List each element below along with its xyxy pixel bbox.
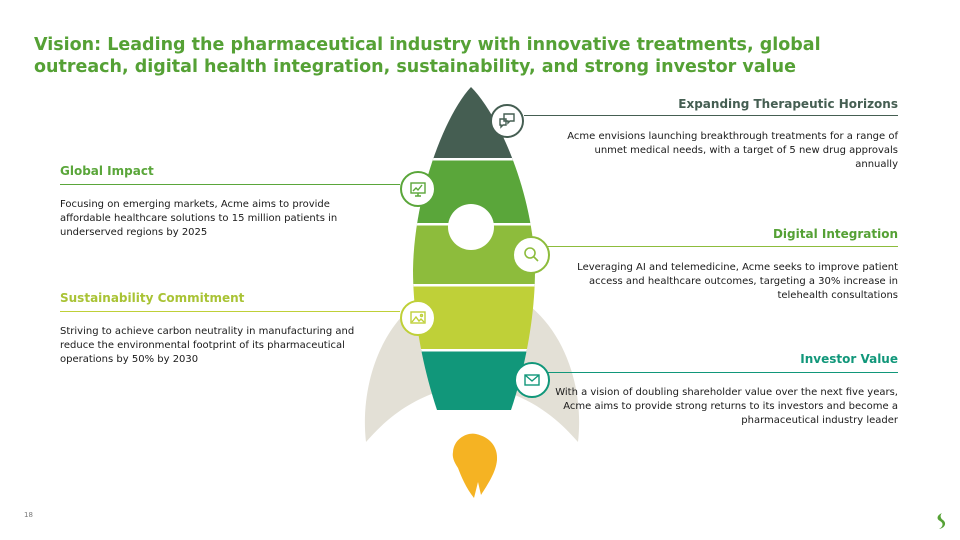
chart-presentation-icon: [400, 171, 436, 207]
therapeutic-text: Acme envisions launching breakthrough tr…: [567, 131, 898, 170]
connector-investor: [548, 372, 898, 373]
therapeutic-heading: Expanding Therapeutic Horizons: [678, 97, 898, 111]
investor-heading: Investor Value: [800, 352, 898, 366]
investor-text: With a vision of doubling shareholder va…: [555, 387, 898, 426]
speech-bubbles-icon: [490, 104, 524, 138]
leaf-logo-icon: [937, 513, 946, 529]
connector-therapeutic: [524, 115, 898, 116]
rocket-band-nose: [413, 87, 535, 160]
connector-global: [60, 184, 400, 185]
digital-text: Leveraging AI and telemedicine, Acme see…: [577, 262, 898, 301]
sustainability-text: Striving to achieve carbon neutrality in…: [60, 326, 355, 365]
global-heading: Global Impact: [60, 164, 154, 178]
rocket-flame: [452, 433, 498, 498]
connector-digital: [546, 246, 898, 247]
sustainability-heading: Sustainability Commitment: [60, 291, 245, 305]
envelope-icon: [514, 362, 550, 398]
magnifier-icon: [512, 236, 550, 274]
connector-sustainability: [60, 311, 400, 312]
slide-title: Vision: Leading the pharmaceutical indus…: [34, 35, 821, 77]
landscape-image-icon: [400, 300, 436, 336]
global-text: Focusing on emerging markets, Acme aims …: [60, 199, 338, 238]
digital-heading: Digital Integration: [772, 227, 898, 241]
rocket-band-separators: [413, 158, 535, 161]
rocket-window: [448, 204, 494, 250]
page-number: 18: [24, 511, 33, 519]
